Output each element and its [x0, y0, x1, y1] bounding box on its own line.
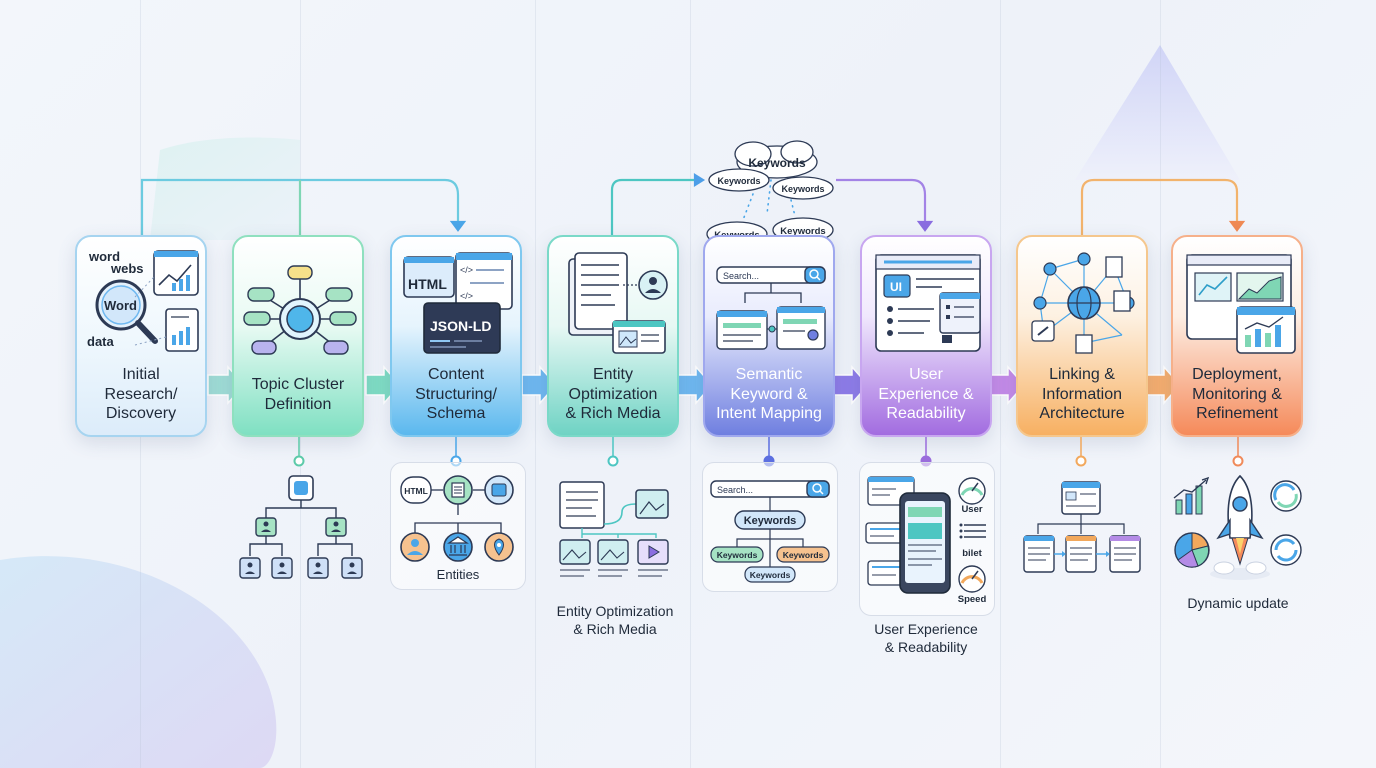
deployment-icon	[1186, 254, 1296, 354]
stage-topic-cluster[interactable]: Topic Cluster Definition	[232, 235, 364, 437]
entities-label: Entities	[436, 567, 480, 582]
schema-icon: HTML </> </> JSON-LD	[403, 252, 513, 354]
rich-media-diagram	[559, 481, 669, 577]
svg-text:Search...: Search...	[723, 271, 759, 281]
entity-icon	[568, 252, 668, 354]
cluster-hierarchy	[239, 475, 363, 579]
architecture-diagram	[1023, 481, 1141, 573]
svg-text:</>: </>	[460, 265, 473, 275]
svg-text:Search...: Search...	[717, 485, 753, 495]
topic-cluster-icon	[243, 265, 357, 355]
svg-text:Keywords: Keywords	[748, 156, 806, 170]
keyword-tree: Search... Keywords Keywords Keywords Key…	[710, 480, 830, 583]
svg-text:Keywords: Keywords	[717, 550, 758, 560]
research-icon: word webs Word data	[87, 249, 199, 352]
svg-text:webs: webs	[110, 261, 144, 276]
stage-label: User Experience & Readability	[878, 366, 974, 422]
svg-text:Speed: Speed	[958, 594, 987, 605]
svg-text:word: word	[88, 249, 120, 264]
stage-semantic-keyword[interactable]: Search... Semantic Keyword & Intent Mapp…	[703, 235, 835, 437]
stage-initial-research[interactable]: word webs Word data Initial Research/ Di…	[75, 235, 207, 437]
stage-label: Content Structuring/ Schema	[415, 366, 497, 422]
ux-icon: UI	[875, 254, 981, 352]
stage-deployment[interactable]: Deployment, Monitoring & Refinement	[1171, 235, 1303, 437]
stage-label: Semantic Keyword & Intent Mapping	[716, 366, 822, 422]
svg-text:HTML: HTML	[404, 486, 428, 496]
svg-text:</>: </>	[460, 291, 473, 301]
svg-text:Keywords: Keywords	[783, 550, 824, 560]
entity-caption: Entity Optimization & Rich Media	[556, 603, 674, 637]
svg-text:Keywords: Keywords	[781, 184, 824, 194]
ux-mobile-diagram: User bilet Speed	[865, 476, 987, 605]
svg-text:Word: Word	[104, 298, 137, 313]
svg-text:Keywords: Keywords	[780, 226, 825, 237]
down-connectors	[293, 437, 1244, 467]
ux-caption: User Experience & Readability	[874, 621, 978, 655]
search-mapping-icon: Search...	[716, 266, 826, 350]
svg-text:Keywords: Keywords	[717, 176, 760, 186]
linking-icon	[1031, 252, 1135, 354]
svg-text:User: User	[961, 504, 982, 515]
top-connectors	[140, 173, 1246, 235]
deploy-caption: Dynamic update	[1187, 595, 1289, 611]
stage-content-structuring[interactable]: HTML </> </> JSON-LD Content Structuring…	[390, 235, 522, 437]
stage-label: Deployment, Monitoring & Refinement	[1192, 366, 1282, 422]
stage-label: Initial Research/ Discovery	[104, 366, 178, 422]
stage-label: Entity Optimization & Rich Media	[565, 366, 661, 422]
svg-text:JSON-LD: JSON-LD	[430, 318, 491, 334]
keyword-search-panel: Search... Keywords Keywords Keywords Key…	[702, 462, 838, 592]
svg-text:bilet: bilet	[962, 548, 982, 559]
svg-text:data: data	[87, 334, 115, 349]
entities-diagram: HTML	[400, 475, 514, 562]
stage-label: Topic Cluster Definition	[251, 376, 345, 413]
stage-label: Linking & Information Architecture	[1039, 366, 1125, 422]
svg-text:HTML: HTML	[408, 276, 447, 292]
svg-text:Keywords: Keywords	[750, 570, 791, 580]
stage-linking-architecture[interactable]: Linking & Information Architecture	[1016, 235, 1148, 437]
svg-text:Keywords: Keywords	[744, 515, 797, 527]
svg-text:UI: UI	[890, 280, 902, 294]
ux-mobile-panel: User bilet Speed	[859, 462, 995, 616]
stage-entity-optimization[interactable]: Entity Optimization & Rich Media	[547, 235, 679, 437]
deployment-diagram	[1173, 474, 1302, 580]
stage-user-experience[interactable]: UI User Experience & Readability	[860, 235, 992, 437]
entities-panel: HTML Entities	[390, 462, 526, 590]
